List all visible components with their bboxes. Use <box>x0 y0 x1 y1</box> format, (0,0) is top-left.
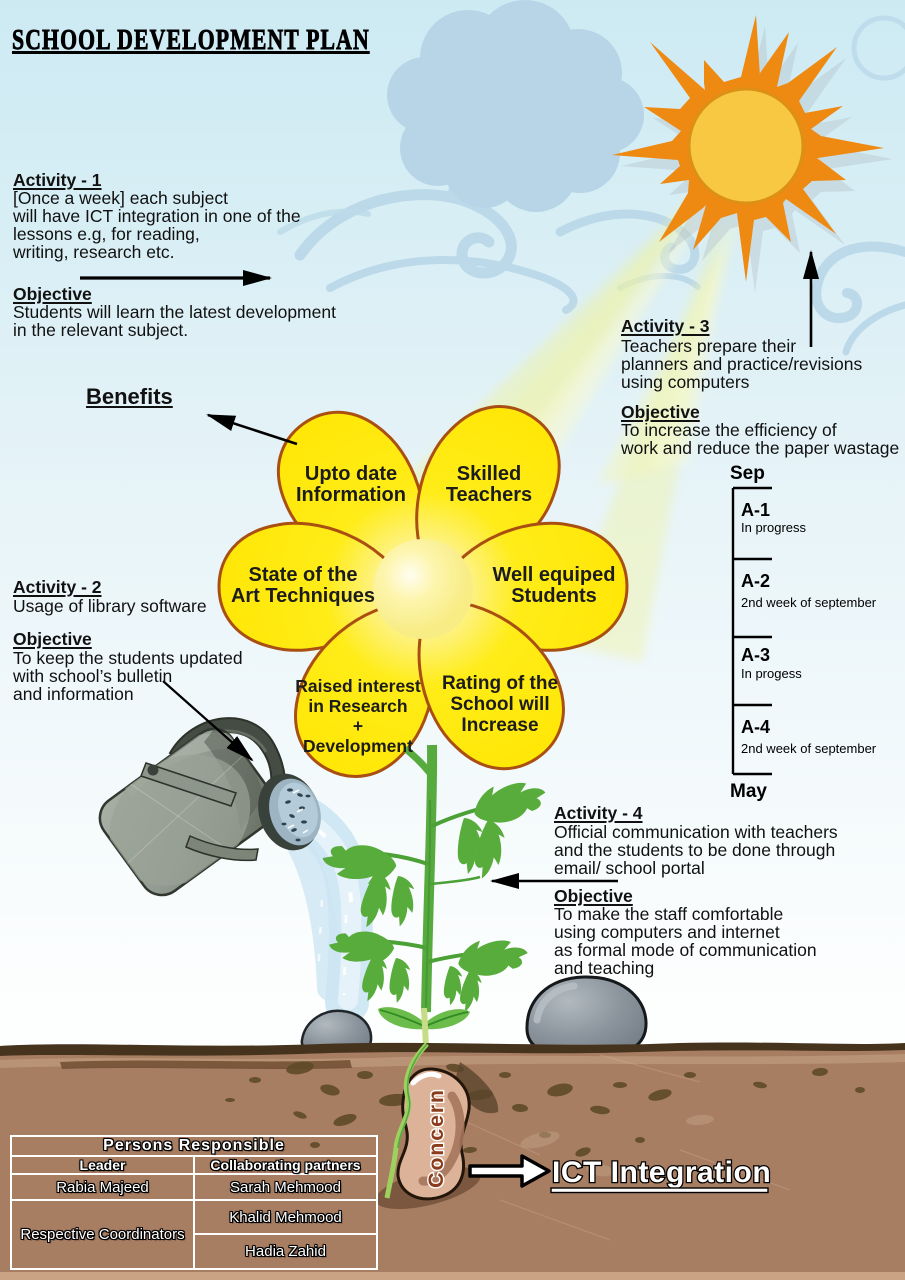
svg-text:ICT Integration: ICT Integration <box>552 1156 771 1189</box>
svg-text:Concern: Concern <box>424 1088 448 1188</box>
